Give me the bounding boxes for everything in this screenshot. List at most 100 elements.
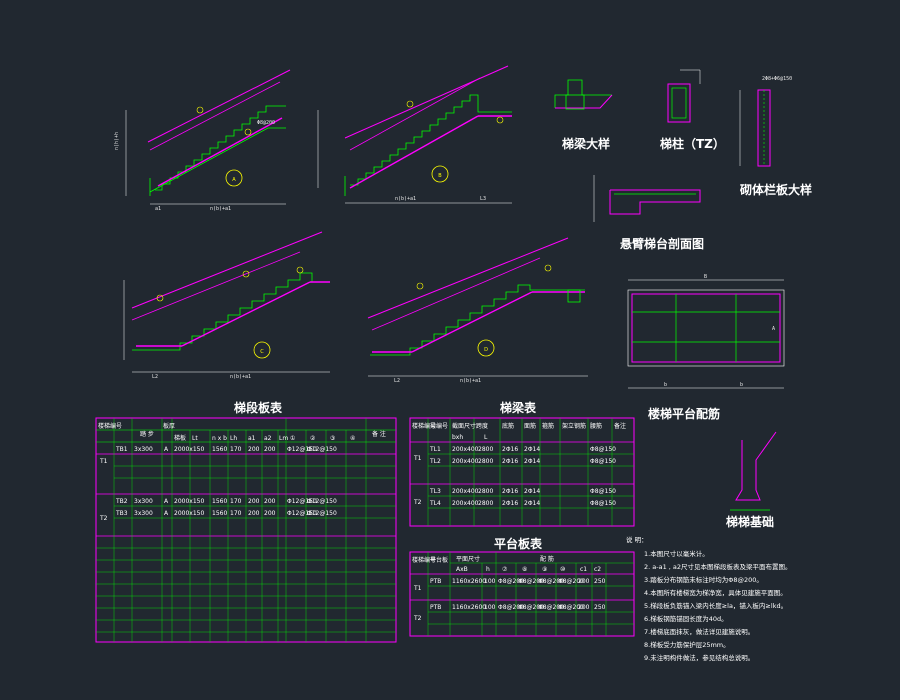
note-3: 3.踏板分布钢筋未标注时均为Φ8@200。 <box>644 575 763 584</box>
slab-row2-thk: 3x300 <box>134 498 153 505</box>
detail-stair-base: 梯梯基础 <box>726 431 777 529</box>
beam-row2-span: 2800 <box>478 458 493 465</box>
plat-subhdr-h: h <box>486 566 490 573</box>
beam-row1-id: TL1 <box>429 446 441 453</box>
beam-row2-size: 200x400 <box>452 458 479 465</box>
beam-row1-span: 2800 <box>478 446 493 453</box>
slab-row3-r1: Φ12@150 <box>287 510 317 517</box>
beam-row3-top: 2Φ14 <box>524 488 540 495</box>
note-8: 8.梯板受力筋保护层25mm。 <box>644 640 730 649</box>
beam-hdr-id: 梁编号 <box>430 422 448 430</box>
beam-hdr-bot: 底筋 <box>502 422 514 430</box>
slab-hdr-steps: 踏 步 <box>140 430 154 438</box>
slab-row1-c4: 200 <box>248 446 260 453</box>
stair-type-label-d: D <box>484 347 488 353</box>
plat-row2-h: 100 <box>484 604 496 611</box>
slab-row1-r1: Φ12@150 <box>287 446 317 453</box>
stair-beam-table: 梯梁表 楼梯编号 梁编号 截面尺寸 跨度 底筋 面筋 箍筋 架立钢筋 腰筋 备注… <box>409 400 635 527</box>
notes-heading: 说 明： <box>626 535 648 544</box>
dim-l3-b: L3 <box>480 196 486 202</box>
beam-row1-top: 2Φ14 <box>524 446 540 453</box>
slab-row2-stair: T2 <box>99 515 108 522</box>
title-stair-column: 梯柱（TZ） <box>660 136 725 151</box>
beam-subhdr-l: L <box>484 434 488 441</box>
plat-subhdr-9: ⑨ <box>542 566 547 573</box>
note-5: 5.梯段板负筋锚入梁内长度≥la，锚入板内≥lkd。 <box>644 601 787 610</box>
slab-row1-thk: 3x300 <box>134 446 153 453</box>
slab-row2-r1: Φ12@150 <box>287 498 317 505</box>
dim-a1-a: a1 <box>155 206 161 212</box>
plat-row1-r9: Φ8@200 <box>538 578 564 585</box>
stair-section-d: D L2 n(b)+a1 <box>367 237 588 384</box>
beam-row2-top: 2Φ14 <box>524 458 540 465</box>
plat-hdr-size: 平面尺寸 <box>456 555 480 563</box>
plat-subhdr-7: ⑦ <box>502 566 508 573</box>
slab-row3-c2: 1560 <box>212 510 227 517</box>
stair-section-c: C L2 n(b)+a1 <box>123 231 330 380</box>
stair-slab-table: 梯段板表 楼梯编号 踏 步 板厚 梯板 Lt n x b <box>95 400 397 643</box>
plat-hdr-stair: 楼梯编号 <box>412 556 436 564</box>
title-stair-base: 梯梯基础 <box>726 514 774 529</box>
dim-nb-d: n(b)+a1 <box>460 378 481 384</box>
plat-row1-r8: Φ8@200 <box>518 578 544 585</box>
plat-hdr-id: 平台板 <box>430 556 448 564</box>
plat-subhdr-8: ⑧ <box>522 566 527 573</box>
detail-masonry-railing: 2Φ8+Φ6@150 砌体栏板大样 <box>739 76 812 197</box>
dim-platform-A: A <box>772 326 775 332</box>
plat-subhdr-10: ⑩ <box>560 566 565 573</box>
note-4: 4.本图所有楼梯宽为梯净宽，具体见建施平面图。 <box>644 588 787 597</box>
beam-row4-span: 2800 <box>478 500 493 507</box>
title-cantilever-section: 悬臂梯台剖面图 <box>619 236 704 251</box>
stair-type-label-c: C <box>260 349 264 355</box>
slab-row2-r2: Φ12@150 <box>307 498 337 505</box>
plat-row1-c1: 200 <box>578 578 590 585</box>
beam-hdr-stair: 楼梯编号 <box>412 422 436 430</box>
stair-type-label-a: A <box>232 177 236 183</box>
slab-row2-id: TB2 <box>115 498 128 505</box>
slab-row1-stair: T1 <box>99 458 108 465</box>
dim-nb-b: n(b)+a1 <box>395 196 416 202</box>
slab-row1-id: TB1 <box>115 446 128 453</box>
slab-hdr-stair: 楼梯编号 <box>98 422 122 430</box>
dim-nb-c: n(b)+a1 <box>230 374 251 380</box>
beam-hdr-stir: 箍筋 <box>542 422 554 430</box>
beam-row4-bot: 2Φ16 <box>502 500 518 507</box>
slab-row1-c2: 1560 <box>212 446 227 453</box>
beam-row3-bot: 2Φ16 <box>502 488 518 495</box>
dim-nh-a: n(h)+h <box>114 132 120 150</box>
title-stair-beam-table: 梯梁表 <box>500 400 537 415</box>
slab-row1-r2: Φ12@150 <box>307 446 337 453</box>
slab-hdr-a2: a2 <box>264 435 272 442</box>
beam-hdr-top: 面筋 <box>524 422 536 430</box>
slab-row3-c3: 170 <box>230 510 242 517</box>
plat-row1-stair: T1 <box>413 585 422 592</box>
beam-row4-size: 200x400 <box>452 500 479 507</box>
slab-row3-thk: 3x300 <box>134 510 153 517</box>
note-9: 9.未注明构件做法，参见结构总说明。 <box>644 653 754 662</box>
plat-subhdr-axb: AxB <box>456 566 468 573</box>
plat-row1-r7: Φ8@200 <box>498 578 524 585</box>
slab-row2-c2: 1560 <box>212 498 227 505</box>
slab-row3-type: A <box>164 510 169 517</box>
beam-row4-id: TL4 <box>429 500 441 507</box>
beam-hdr-erect: 架立钢筋 <box>562 422 586 430</box>
plat-row1-h: 100 <box>484 578 496 585</box>
slab-hdr-c1: ① <box>290 435 295 442</box>
slab-row2-c4: 200 <box>248 498 260 505</box>
dim-l2-c: L2 <box>152 374 158 380</box>
plat-row2-r9: Φ8@200 <box>538 604 564 611</box>
plat-row2-r10: Φ8@200 <box>558 604 584 611</box>
dim-platform-b1: b <box>664 382 667 388</box>
plat-subhdr-c1: c1 <box>580 566 587 573</box>
plat-row2-stair: T2 <box>413 615 422 622</box>
slab-row3-id: TB3 <box>115 510 128 517</box>
stair-section-b: B n(b)+a1 L3 <box>317 65 512 204</box>
plat-subhdr-c2: c2 <box>594 566 601 573</box>
plat-row1-c2: 250 <box>594 578 606 585</box>
dim-nb-a: n(b)+a1 <box>210 206 231 212</box>
note-1: 1.本图尺寸以毫米计。 <box>644 549 709 558</box>
slab-row3-r2: Φ12@150 <box>307 510 337 517</box>
dim-platform-b2: b <box>740 382 743 388</box>
slab-hdr-thick: 板厚 <box>163 422 175 430</box>
